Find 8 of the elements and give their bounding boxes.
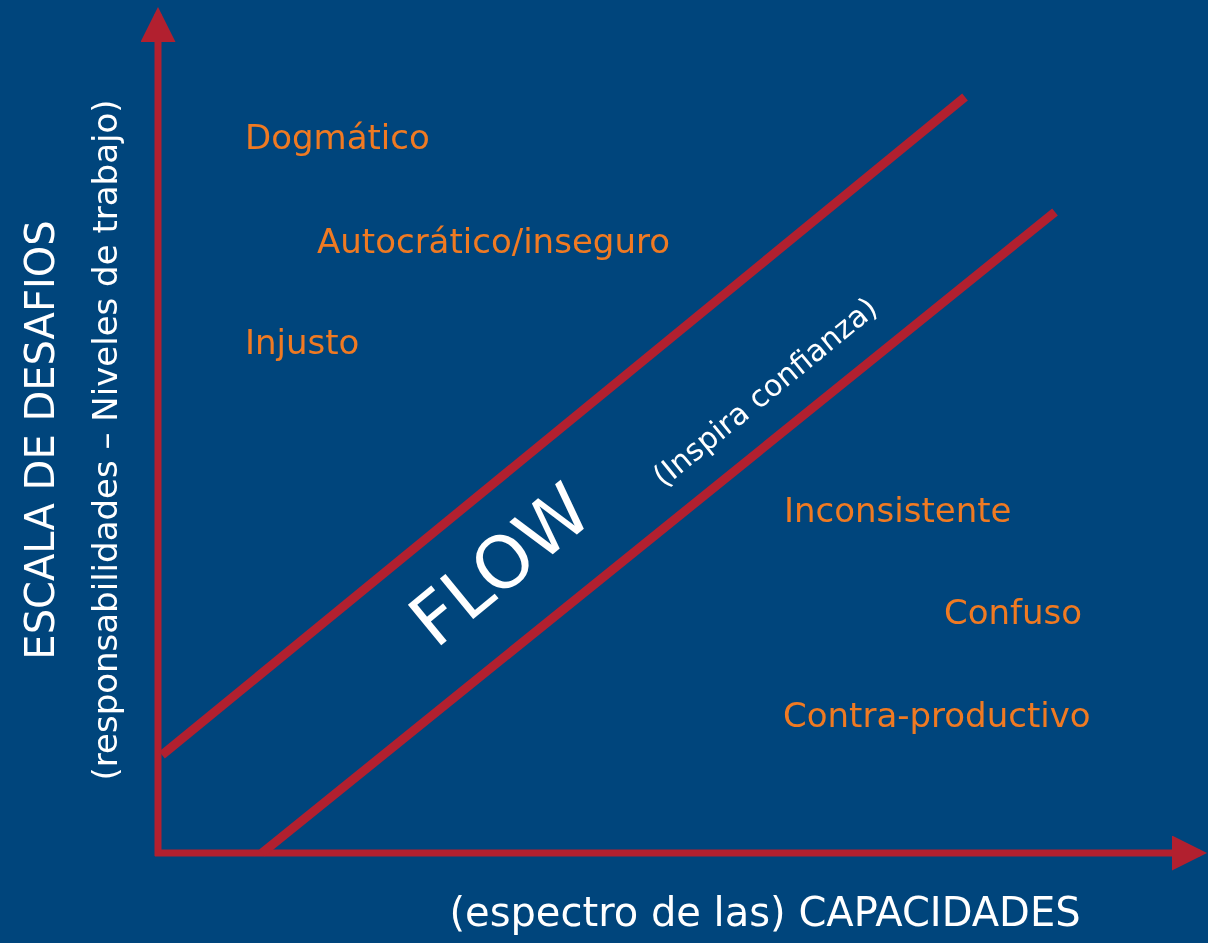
zone-label: Autocrático/inseguro [317,224,670,258]
axis-subtitle: (responsabilidades – Niveles de trabajo) [88,99,122,781]
zone-label: Inconsistente [784,493,1012,527]
zone-label: Contra-productivo [783,698,1091,732]
axis-title: ESCALA DE DESAFIOS [20,220,60,660]
zone-label: Injusto [245,325,360,359]
zone-label: Confuso [944,595,1083,629]
zone-label: Dogmático [245,120,430,154]
